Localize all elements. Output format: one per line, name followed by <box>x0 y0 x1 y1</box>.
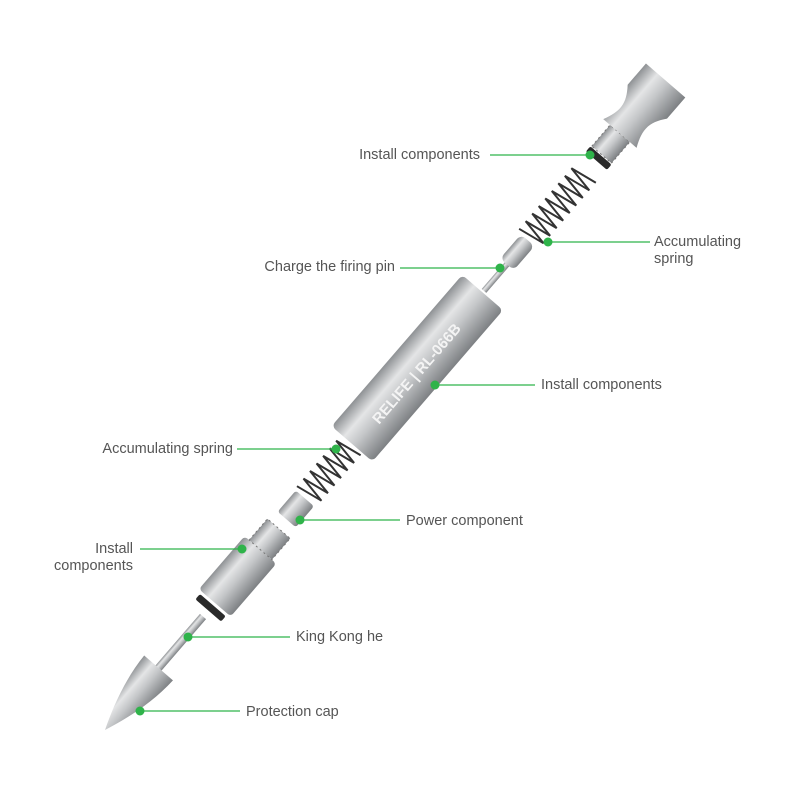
label-lower-spring: Accumulating spring <box>102 441 233 457</box>
firing-pin <box>481 258 513 293</box>
label-lower-install-1: Install <box>95 541 133 557</box>
label-top-install: Install components <box>359 147 480 163</box>
label-lower-install-2: components <box>54 558 133 574</box>
main-tube <box>333 276 502 460</box>
firing-pin-head <box>502 236 533 268</box>
lower-spring <box>296 439 362 502</box>
label-needle: King Kong he <box>296 629 383 645</box>
label-firing-pin: Charge the firing pin <box>264 259 395 275</box>
pen-parts: RELIFE | RL-066B <box>105 63 686 730</box>
label-top-spring-1: Accumulating <box>654 234 741 250</box>
lower-install-body <box>200 537 275 615</box>
label-tube: Install components <box>541 377 662 393</box>
power-component <box>278 491 313 527</box>
top-knob <box>603 63 686 148</box>
callouts <box>140 154 650 712</box>
upper-spring <box>518 167 597 245</box>
label-cap: Protection cap <box>246 704 339 720</box>
callout-dots <box>135 150 595 716</box>
needle <box>155 613 207 671</box>
label-top-spring-2: spring <box>654 251 694 267</box>
o-ring <box>196 594 225 621</box>
protection-cap <box>105 655 173 730</box>
label-power: Power component <box>406 513 523 529</box>
